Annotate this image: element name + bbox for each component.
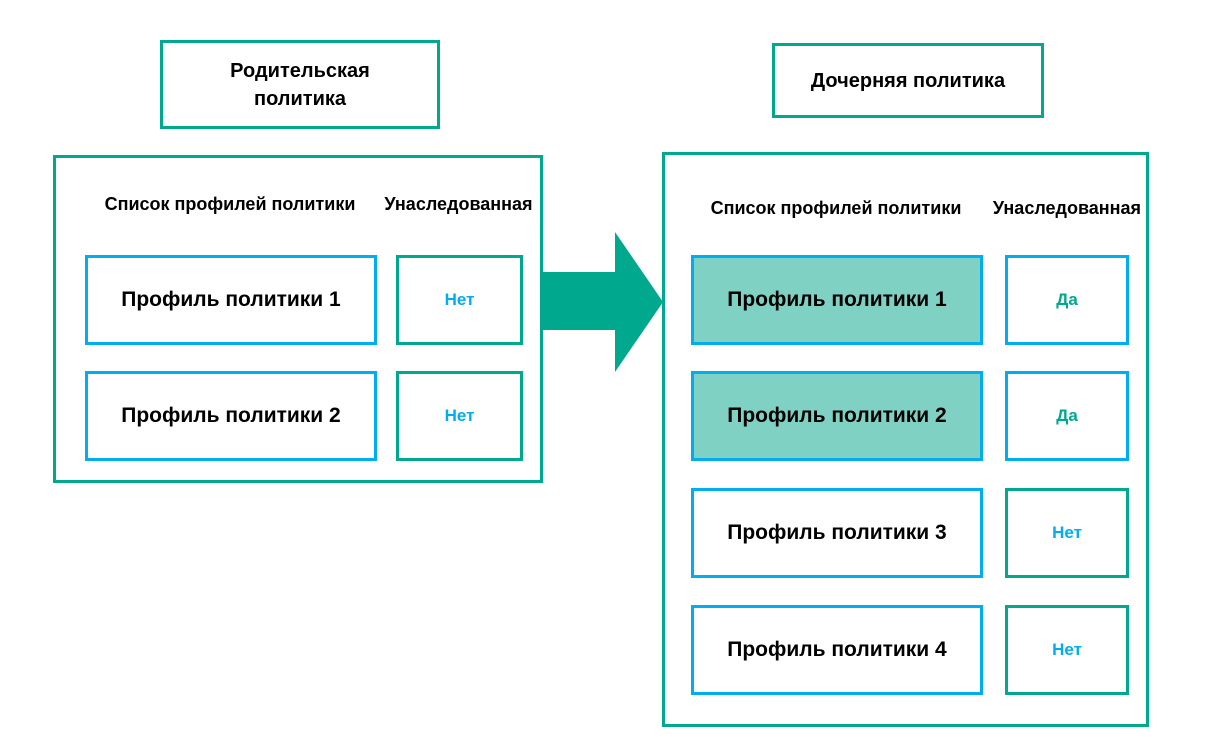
child-policy-title-box: Дочерняя политика [772, 43, 1044, 118]
child-inherited-value-3: Нет [1052, 523, 1082, 542]
child-inherited-badge-1: Да [1005, 255, 1129, 345]
child-profile-box-2: Профиль политики 2 [691, 371, 983, 461]
parent-policy-panel: Список профилей политики Унаследованная … [53, 155, 543, 483]
parent-policy-title: Родительская политика [230, 59, 370, 110]
child-policy-title: Дочерняя политика [810, 69, 1006, 92]
child-inherited-value-4: Нет [1052, 640, 1082, 659]
child-profiles-column-header: Список профилей политики [710, 198, 962, 218]
parent-inherited-badge-2: Нет [396, 371, 523, 461]
child-policy-panel: Список профилей политики Унаследованная … [662, 152, 1149, 727]
child-inherited-badge-4: Нет [1005, 605, 1129, 695]
parent-inherited-value-1: Нет [444, 290, 475, 309]
inheritance-arrow-icon [543, 232, 663, 372]
parent-inherited-badge-1: Нет [396, 255, 523, 345]
child-profile-label-2: Профиль политики 2 [727, 404, 947, 427]
parent-profiles-column-header: Список профилей политики [104, 194, 356, 214]
parent-profile-label-1: Профиль политики 1 [121, 288, 341, 311]
child-profile-box-4: Профиль политики 4 [691, 605, 983, 695]
parent-inherited-column-header: Унаследованная [384, 194, 533, 214]
parent-profile-box-1: Профиль политики 1 [85, 255, 377, 345]
child-inherited-badge-3: Нет [1005, 488, 1129, 578]
child-inherited-column-header: Унаследованная [992, 198, 1142, 218]
child-profile-box-3: Профиль политики 3 [691, 488, 983, 578]
child-profile-box-1: Профиль политики 1 [691, 255, 983, 345]
parent-inherited-value-2: Нет [444, 406, 475, 425]
parent-profile-box-2: Профиль политики 2 [85, 371, 377, 461]
child-profile-label-1: Профиль политики 1 [727, 288, 947, 311]
child-inherited-value-2: Да [1056, 406, 1078, 425]
child-inherited-badge-2: Да [1005, 371, 1129, 461]
parent-profile-label-2: Профиль политики 2 [121, 404, 341, 427]
parent-policy-title-box: Родительская политика [160, 40, 440, 129]
child-profile-label-3: Профиль политики 3 [727, 521, 947, 544]
child-profile-label-4: Профиль политики 4 [727, 638, 947, 661]
child-inherited-value-1: Да [1056, 290, 1078, 309]
